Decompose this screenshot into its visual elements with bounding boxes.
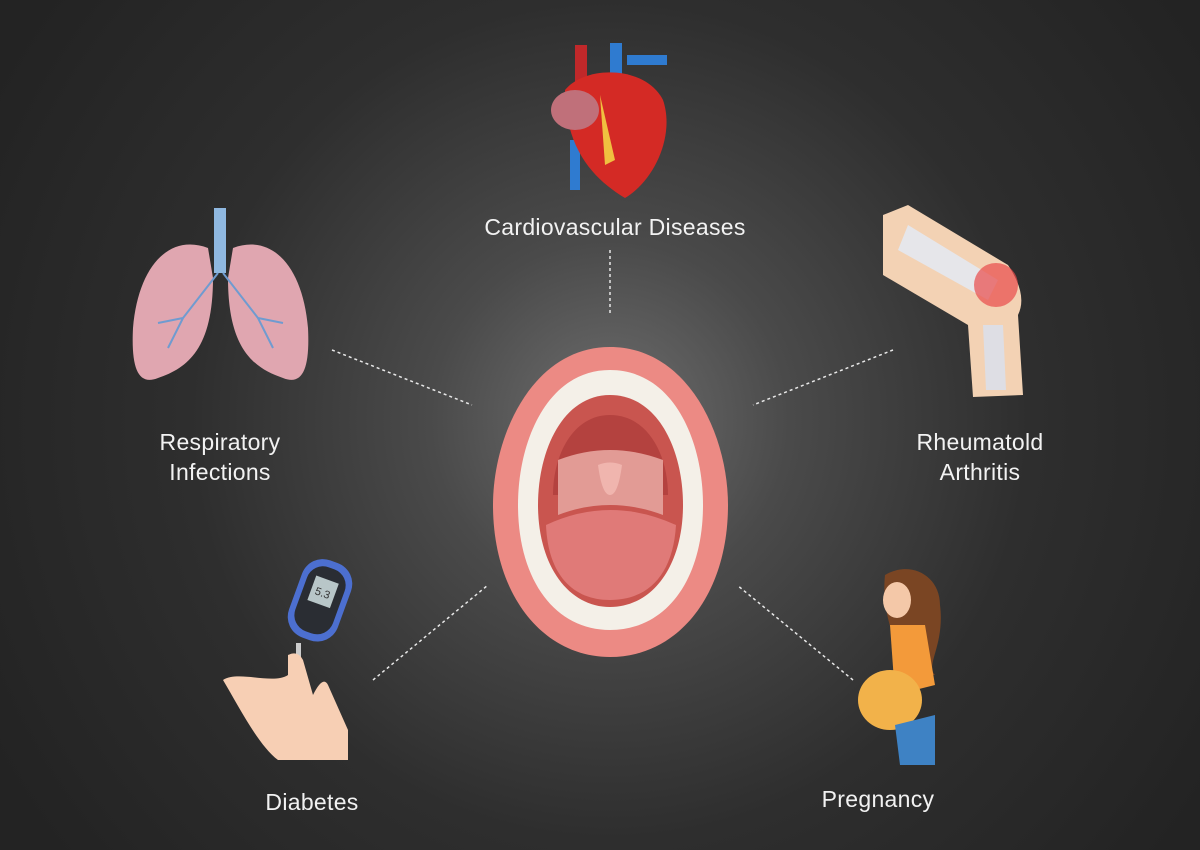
glucometer-icon: 5.3: [223, 559, 353, 760]
open-mouth-illustration: [493, 347, 728, 657]
label-pregnancy: Pregnancy: [821, 786, 935, 812]
connector-diabetes: [372, 584, 489, 681]
label-diabetes: Diabetes: [265, 789, 359, 815]
label-line: Rheumatold: [916, 429, 1044, 455]
knee-icon: [883, 205, 1023, 397]
connector-pregnancy: [736, 584, 854, 681]
glucometer-reading: 5.3: [313, 585, 331, 602]
label-line: Infections: [169, 459, 271, 485]
label-rheumatoid: Rheumatold Arthritis: [880, 427, 1080, 487]
connector-respiratory: [331, 349, 473, 406]
heart-icon: [551, 43, 667, 198]
label-cardiovascular: Cardiovascular Diseases: [484, 214, 746, 240]
label-line: Respiratory: [159, 429, 281, 455]
connector-rheumatoid: [752, 349, 894, 406]
lungs-icon: [132, 208, 309, 380]
pregnant-woman-icon: [858, 569, 941, 765]
label-respiratory: Respiratory Infections: [120, 427, 320, 487]
label-line: Arthritis: [939, 459, 1021, 485]
